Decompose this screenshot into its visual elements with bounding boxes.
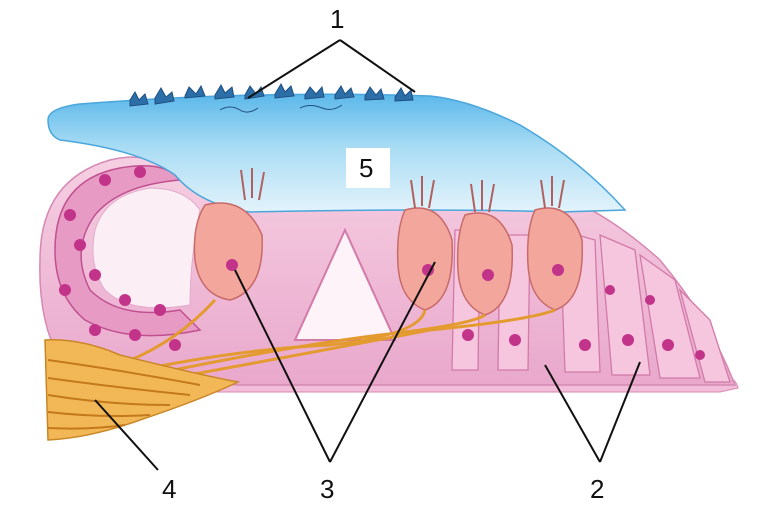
label-5: 5 — [359, 155, 373, 181]
sulcus-space — [93, 188, 200, 308]
label-2: 2 — [590, 476, 604, 502]
label-1: 1 — [330, 6, 344, 32]
label-4: 4 — [162, 476, 176, 502]
label-3: 3 — [320, 476, 334, 502]
